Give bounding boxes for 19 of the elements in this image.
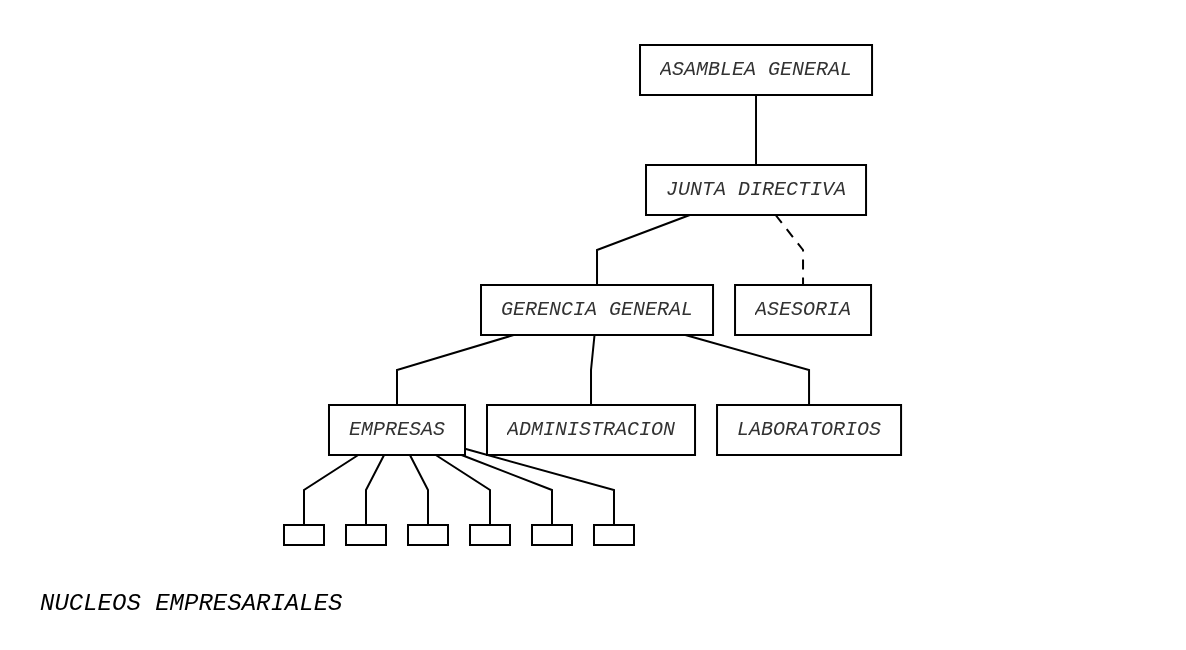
- connector: [590, 334, 596, 406]
- connector: [365, 454, 386, 526]
- connector: [303, 454, 360, 526]
- connector: [409, 454, 430, 526]
- node-box: LABORATORIOS: [716, 404, 903, 456]
- connector: [435, 454, 492, 526]
- node-box: GERENCIA GENERAL: [480, 284, 715, 336]
- node-box: [531, 524, 574, 546]
- node-box: [345, 524, 388, 546]
- node-box: EMPRESAS: [328, 404, 467, 456]
- connector: [755, 94, 758, 166]
- node-box: [593, 524, 636, 546]
- node-box: [407, 524, 450, 546]
- connector: [775, 214, 805, 286]
- node-box: JUNTA DIRECTIVA: [645, 164, 868, 216]
- note-label: NUCLEOS EMPRESARIALES: [40, 590, 344, 617]
- connector: [461, 454, 554, 526]
- node-box: [469, 524, 512, 546]
- node-box: [283, 524, 326, 546]
